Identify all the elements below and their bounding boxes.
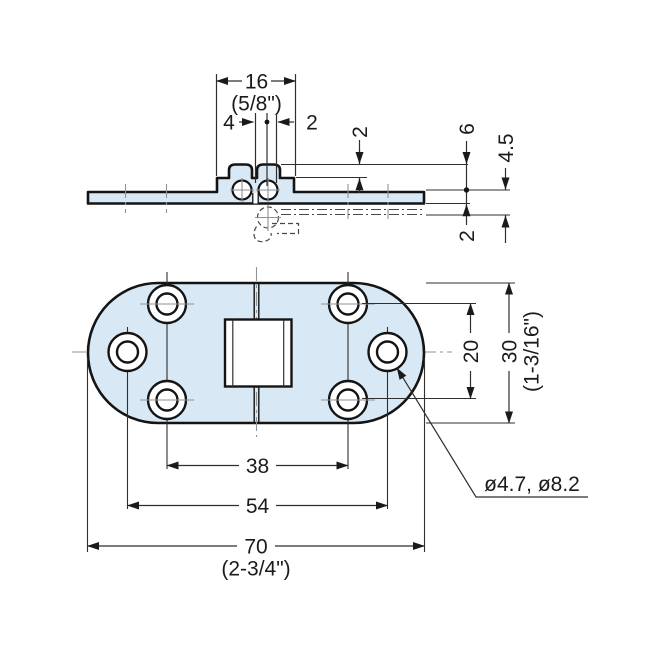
dim-overall-width-label: 70 <box>244 536 267 559</box>
dim-knuckle-width-label: 16 <box>245 71 268 94</box>
plan-dimensions-right: 20 30 (1-3/16") <box>362 282 544 424</box>
side-view: 16 (5/8") 4 2 2 <box>86 70 518 247</box>
dim-pin-offset-right-label: 2 <box>306 112 318 135</box>
screw-centerline-ticks <box>124 184 389 219</box>
dim-pin-to-flap-label: 4.5 <box>495 133 518 162</box>
dim-hole-span-vertical-label: 20 <box>460 340 483 363</box>
dim-hole-span-outer-label: 54 <box>246 495 270 518</box>
plan-dimensions-bottom: 38 54 70 (2-3/4") <box>87 455 425 581</box>
dim-hole-span-inner-label: 38 <box>246 455 269 478</box>
hole-lower-right <box>321 379 375 421</box>
leader-callout: ø4.7, ø8.2 <box>396 367 588 498</box>
dim-knuckle-rise-label: 2 <box>349 126 372 138</box>
side-dimensions-top: 16 (5/8") 4 2 2 <box>215 70 372 193</box>
hole-upper-left <box>140 283 194 325</box>
side-part-silhouette <box>86 163 426 205</box>
hinge-pin-lines <box>253 284 260 422</box>
folded-flap-dashed <box>253 205 424 243</box>
hole-middle-right <box>367 331 408 373</box>
hole-middle-left <box>107 331 148 373</box>
leaf-seam <box>252 193 259 204</box>
hole-lower-left <box>140 379 194 421</box>
mounting-holes <box>107 283 408 421</box>
dim-knuckle-width-inch-label: (5/8") <box>231 93 282 116</box>
dim-overall-height-label: 30 <box>499 340 522 363</box>
side-dimensions-right: 6 2 4.5 <box>281 123 518 247</box>
dim-overall-height-inch-label: (1-3/16") <box>521 311 544 392</box>
knuckle-pins <box>230 178 280 202</box>
hole-diameters-label: ø4.7, ø8.2 <box>484 473 580 496</box>
knuckle-square <box>223 318 293 388</box>
dim-overall-width-inch-label: (2-3/4") <box>221 558 290 581</box>
dim-pin-to-top-label: 6 <box>456 123 479 135</box>
dim-pin-offset-left-label: 4 <box>223 112 235 135</box>
dim-leaf-thickness-label: 2 <box>456 230 479 242</box>
plan-view: 38 54 70 (2-3/4") 20 30 (1-3/16") <box>72 267 588 581</box>
